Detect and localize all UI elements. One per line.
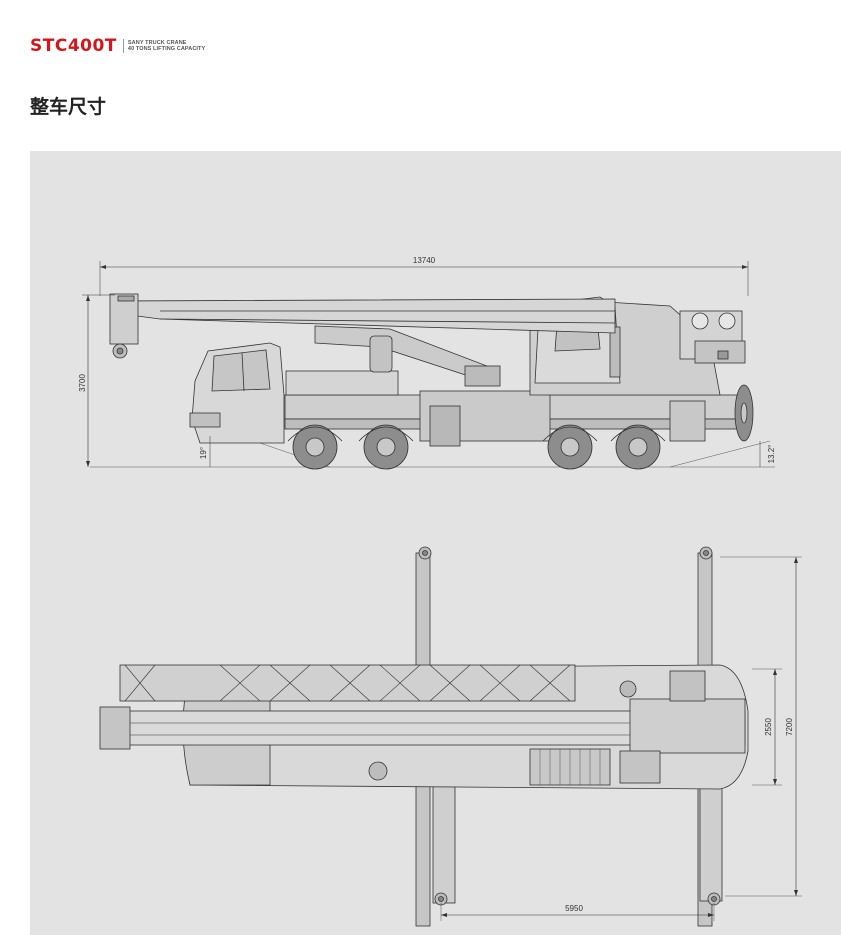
model-logo: STC400T [30, 36, 117, 56]
outrigger-extended-width-label: 7200 [785, 718, 794, 736]
overall-height-label: 3700 [78, 374, 87, 392]
top-view-dimensions [440, 556, 802, 921]
page-header: STC400T SANY TRUCK CRANE 40 TONS LIFTING… [30, 36, 205, 56]
top-view [99, 546, 749, 927]
section-title: 整车尺寸 [30, 96, 107, 118]
departure-angle-label: 13.2° [767, 445, 776, 464]
approach-angle-label: 19° [199, 447, 208, 459]
subtitle-line-1: SANY TRUCK CRANE [127, 39, 187, 46]
model-subtitle: SANY TRUCK CRANE 40 TONS LIFTING CAPACIT… [128, 40, 205, 53]
outrigger-longitudinal-span-label: 5950 [565, 904, 583, 913]
subtitle-line-2: 40 TONS LIFTING CAPACITY [127, 46, 206, 52]
overall-length-label: 13740 [413, 256, 436, 265]
header-divider [122, 39, 124, 53]
crane-drawing: 13740 3700 19° 13.2° [78, 256, 802, 927]
outrigger-span-width-label: 2550 [764, 718, 773, 736]
side-view [82, 261, 775, 470]
drawing-panel: 13740 3700 19° 13.2° [30, 151, 841, 935]
